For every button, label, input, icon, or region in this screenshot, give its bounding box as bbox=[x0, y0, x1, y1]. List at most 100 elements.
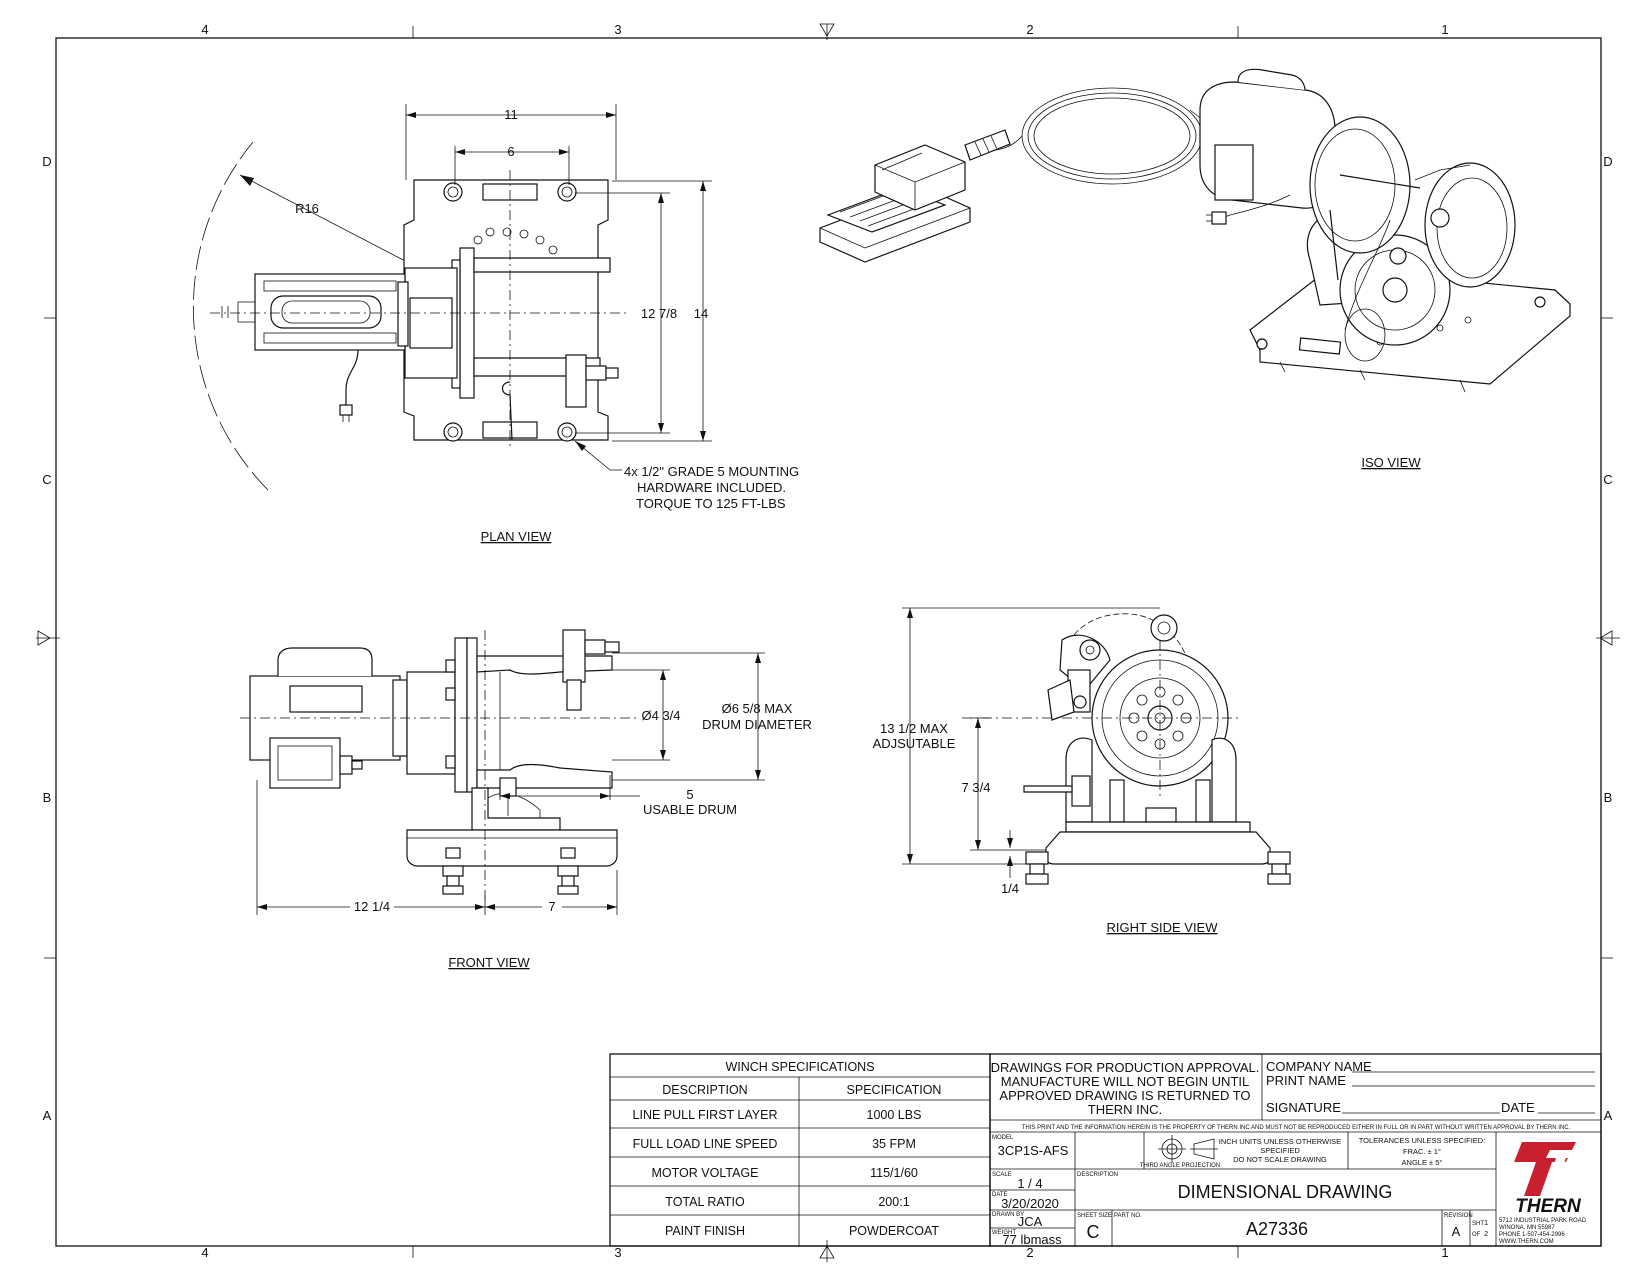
revision-value: A bbox=[1452, 1224, 1461, 1239]
specs-col-description: DESCRIPTION bbox=[662, 1083, 747, 1097]
approval-line2: MANUFACTURE WILL NOT BEGIN UNTIL bbox=[1001, 1074, 1249, 1089]
units-line3: DO NOT SCALE DRAWING bbox=[1233, 1155, 1327, 1164]
scale-label: SCALE bbox=[992, 1172, 1012, 1178]
weight-label: WEIGHT bbox=[992, 1230, 1016, 1236]
dim-width-overall: 11 bbox=[504, 107, 518, 122]
dim-drum-diameter: Ø4 3/4 bbox=[641, 708, 680, 723]
zone-col-label: 1 bbox=[1441, 22, 1448, 37]
thern-logo: THERN bbox=[1514, 1142, 1582, 1217]
of-value: 2 bbox=[1484, 1229, 1488, 1238]
zone-row-label: C bbox=[1603, 472, 1612, 487]
plan-view: 11 6 12 7/8 14 R16 4x 1/2" GRADE 5 MOUNT… bbox=[193, 104, 799, 544]
website: WWW.THERN.COM bbox=[1499, 1239, 1554, 1245]
sheet-label: SHT bbox=[1472, 1221, 1484, 1227]
phone: PHONE 1-507-454-2996 bbox=[1499, 1232, 1565, 1238]
spec-row-label: LINE PULL FIRST LAYER bbox=[633, 1108, 778, 1122]
drawn-by-value: JCA bbox=[1018, 1214, 1043, 1229]
zone-col-label: 3 bbox=[614, 1245, 621, 1260]
front-base-plate bbox=[406, 829, 618, 867]
dim-max-height-line2: ADJSUTABLE bbox=[873, 736, 956, 751]
weight-value: 77 lbmass bbox=[1002, 1232, 1062, 1247]
of-label: OF bbox=[1472, 1232, 1481, 1238]
spec-row-value: 200:1 bbox=[878, 1195, 909, 1209]
spec-row-label: MOTOR VOLTAGE bbox=[652, 1166, 759, 1180]
model-value: 3CP1S-AFS bbox=[998, 1143, 1069, 1158]
approval-line3: APPROVED DRAWING IS RETURNED TO bbox=[999, 1088, 1250, 1103]
right-side-view: 13 1/2 MAX ADJSUTABLE 7 3/4 1/4 RIGHT SI… bbox=[873, 607, 1291, 935]
dim-max-drum-line1: Ø6 5/8 MAX bbox=[722, 701, 793, 716]
mounting-note-line1: 4x 1/2" GRADE 5 MOUNTING bbox=[624, 464, 799, 479]
side-base-plate bbox=[1045, 831, 1271, 865]
company-name-label: COMPANY NAME bbox=[1266, 1059, 1372, 1074]
spec-row-value: POWDERCOAT bbox=[849, 1224, 939, 1238]
dim-max-drum-line2: DRUM DIAMETER bbox=[702, 717, 812, 732]
iso-view: ISO VIEW bbox=[819, 68, 1571, 470]
sheet-size-label: SHEET SIZE bbox=[1077, 1213, 1112, 1219]
date-value: 3/20/2020 bbox=[1001, 1196, 1059, 1211]
zone-row-label: C bbox=[42, 472, 51, 487]
right-side-view-title: RIGHT SIDE VIEW bbox=[1107, 920, 1219, 935]
spec-row-value: 1000 LBS bbox=[867, 1108, 922, 1122]
date-label: DATE bbox=[1501, 1100, 1535, 1115]
third-angle-projection-icon bbox=[1158, 1135, 1218, 1163]
zone-col-label: 3 bbox=[614, 22, 621, 37]
signature-label: SIGNATURE bbox=[1266, 1100, 1341, 1115]
dim-height-overall: 14 bbox=[694, 306, 708, 321]
spec-row-label: PAINT FINISH bbox=[665, 1224, 745, 1238]
projection-label: THIRD ANGLE PROJECTION bbox=[1140, 1163, 1220, 1169]
logo-text: THERN bbox=[1515, 1196, 1582, 1217]
swing-radius-arc bbox=[193, 141, 269, 491]
drawn-by-label: DRAWN BY bbox=[992, 1212, 1024, 1218]
zone-row-label: B bbox=[1604, 790, 1613, 805]
title-block: DRAWINGS FOR PRODUCTION APPROVAL. MANUFA… bbox=[989, 1053, 1602, 1247]
model-label: MODEL bbox=[992, 1135, 1014, 1141]
zone-col-label: 4 bbox=[201, 1245, 208, 1260]
dim-width-inner: 6 bbox=[507, 144, 514, 159]
part-no-value: A27336 bbox=[1246, 1219, 1308, 1239]
spec-row-value: 35 FPM bbox=[872, 1137, 916, 1151]
zone-col-label: 2 bbox=[1026, 1245, 1033, 1260]
plan-view-title: PLAN VIEW bbox=[481, 529, 553, 544]
dim-max-height-line1: 13 1/2 MAX bbox=[880, 721, 948, 736]
front-view: Ø4 3/4 Ø6 5/8 MAX DRUM DIAMETER 5 USABLE… bbox=[240, 629, 812, 970]
spec-row-label: TOTAL RATIO bbox=[665, 1195, 745, 1209]
approval-line1: DRAWINGS FOR PRODUCTION APPROVAL. bbox=[991, 1060, 1260, 1075]
dim-right-length: 7 bbox=[548, 899, 555, 914]
specs-col-specification: SPECIFICATION bbox=[847, 1083, 942, 1097]
dim-center-height: 7 3/4 bbox=[962, 780, 991, 795]
date-field-label: DATE bbox=[992, 1192, 1008, 1198]
zone-col-label: 4 bbox=[201, 22, 208, 37]
dim-radius: R16 bbox=[295, 201, 319, 216]
units-line1: INCH UNITS UNLESS OTHERWISE bbox=[1219, 1137, 1341, 1146]
dim-usable-drum-line1: 5 bbox=[686, 787, 693, 802]
sheet-value: 1 bbox=[1484, 1218, 1488, 1227]
revision-label: REVISION bbox=[1444, 1213, 1473, 1219]
dim-base-height: 1/4 bbox=[1001, 881, 1019, 896]
units-line2: SPECIFIED bbox=[1260, 1146, 1300, 1155]
scale-value: 1 / 4 bbox=[1017, 1176, 1042, 1191]
spec-row-label: FULL LOAD LINE SPEED bbox=[633, 1137, 778, 1151]
zone-row-label: D bbox=[42, 154, 51, 169]
description-label: DESCRIPTION bbox=[1077, 1172, 1118, 1178]
zone-row-label: D bbox=[1603, 154, 1612, 169]
part-no-label: PART NO. bbox=[1114, 1213, 1142, 1219]
mounting-note-line2: HARDWARE INCLUDED. bbox=[637, 480, 786, 495]
zone-labels: 4 3 2 1 4 3 2 1 D C B A D C B A bbox=[42, 22, 1612, 1260]
mounting-note-line3: TORQUE TO 125 FT-LBS bbox=[636, 496, 786, 511]
dim-usable-drum-line2: USABLE DRUM bbox=[643, 802, 737, 817]
winch-specifications-table: WINCH SPECIFICATIONS DESCRIPTION SPECIFI… bbox=[609, 1053, 991, 1247]
zone-row-label: A bbox=[1604, 1108, 1613, 1123]
approval-line4: THERN INC. bbox=[1088, 1102, 1162, 1117]
zone-row-label: A bbox=[43, 1108, 52, 1123]
tolerance-line3: ANGLE ± 5° bbox=[1402, 1158, 1443, 1167]
iso-view-title: ISO VIEW bbox=[1361, 455, 1421, 470]
proprietary-notice: THIS PRINT AND THE INFORMATION HEREIN IS… bbox=[1022, 1125, 1571, 1131]
tolerance-line1: TOLERANCES UNLESS SPECIFIED: bbox=[1359, 1136, 1486, 1145]
sheet-size-value: C bbox=[1087, 1222, 1100, 1242]
specs-title: WINCH SPECIFICATIONS bbox=[725, 1060, 874, 1074]
dim-height-inner: 12 7/8 bbox=[641, 306, 677, 321]
tolerance-line2: FRAC. ± 1° bbox=[1403, 1147, 1441, 1156]
address-line1: 5712 INDUSTRIAL PARK ROAD bbox=[1499, 1218, 1587, 1224]
dim-left-length: 12 1/4 bbox=[354, 899, 390, 914]
zone-row-label: B bbox=[43, 790, 52, 805]
